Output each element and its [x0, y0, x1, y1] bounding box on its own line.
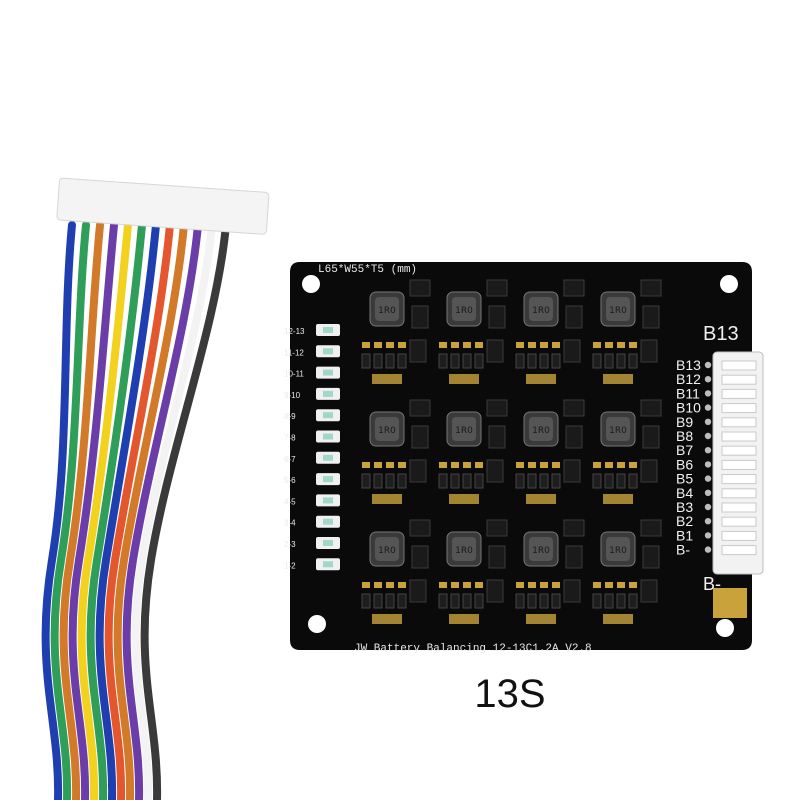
mounting-hole	[308, 615, 326, 633]
pin-label: B12	[676, 371, 701, 387]
wire	[86, 221, 146, 800]
svg-text:1R0: 1R0	[378, 426, 396, 436]
header-label: B13	[703, 323, 739, 345]
pin-label: B8	[676, 428, 693, 444]
dimensions-label: L65*W55*T5 (mm)	[318, 264, 417, 276]
svg-text:1R0: 1R0	[455, 426, 473, 436]
pin-label: B7	[676, 442, 693, 458]
led-label: 4-5	[284, 497, 296, 506]
led-label: 12-13	[284, 327, 305, 336]
pin-label: B4	[676, 485, 693, 501]
wire	[131, 221, 216, 800]
svg-text:1R0: 1R0	[609, 426, 627, 436]
svg-text:1R0: 1R0	[532, 546, 550, 556]
pin-label: B6	[676, 456, 693, 472]
pin-label: B11	[676, 385, 700, 401]
svg-text:1R0: 1R0	[455, 546, 473, 556]
wire	[95, 221, 160, 800]
svg-text:1R0: 1R0	[378, 306, 396, 316]
led-label: 7-8	[284, 434, 296, 443]
wire	[41, 221, 76, 800]
led-column: 12-13 11-12 10-11 9-10 8-9 7-8 6-7 5-6 4-5 3-4 2-3…	[284, 324, 340, 571]
wire	[77, 221, 132, 800]
pin-label: B3	[676, 499, 693, 515]
svg-text:1R0: 1R0	[532, 426, 550, 436]
led-label: 11-12	[284, 348, 304, 357]
solder-pad	[713, 588, 747, 618]
pin-label: B-	[676, 542, 690, 558]
pin-label: B9	[676, 414, 693, 430]
pin-label: B5	[676, 471, 693, 487]
wire	[122, 221, 202, 800]
wire	[50, 221, 90, 800]
wire-harness	[41, 177, 270, 800]
connector-pins	[704, 360, 757, 556]
wire	[113, 221, 188, 800]
led-label: 9-10	[284, 391, 301, 400]
svg-text:1R0: 1R0	[455, 306, 473, 316]
wire	[59, 221, 104, 800]
wire-connector	[56, 177, 270, 235]
led-label: 2-3	[284, 540, 296, 549]
led-label: 8-9	[284, 412, 296, 421]
pin-label: B1	[676, 527, 693, 543]
caption: 13S	[474, 672, 546, 716]
wire	[68, 221, 118, 800]
pin-label: B13	[676, 357, 701, 373]
mounting-hole	[302, 275, 320, 293]
led-label: 1-2	[284, 561, 296, 570]
svg-text:1R0: 1R0	[532, 306, 550, 316]
svg-text:1R0: 1R0	[609, 306, 627, 316]
pin-label: B2	[676, 513, 693, 529]
svg-text:1R0: 1R0	[609, 546, 627, 556]
led-label: 10-11	[284, 370, 304, 379]
mounting-hole	[720, 275, 738, 293]
wire	[104, 221, 174, 800]
pin-label: B10	[676, 400, 701, 416]
board-title: JW Battery Balancing 12-13C1.2A V2.8	[354, 643, 592, 655]
component-grid: 1R0 1R0 1R0 1R0 1R0 1R0 1R0 1R0 1R0 1R0 1R0 1R0	[361, 279, 662, 624]
mounting-hole	[716, 619, 734, 637]
svg-text:1R0: 1R0	[378, 546, 396, 556]
led-label: 6-7	[284, 455, 296, 464]
led-label: 3-4	[284, 519, 296, 528]
led-label: 5-6	[284, 476, 296, 485]
wire	[140, 221, 230, 800]
